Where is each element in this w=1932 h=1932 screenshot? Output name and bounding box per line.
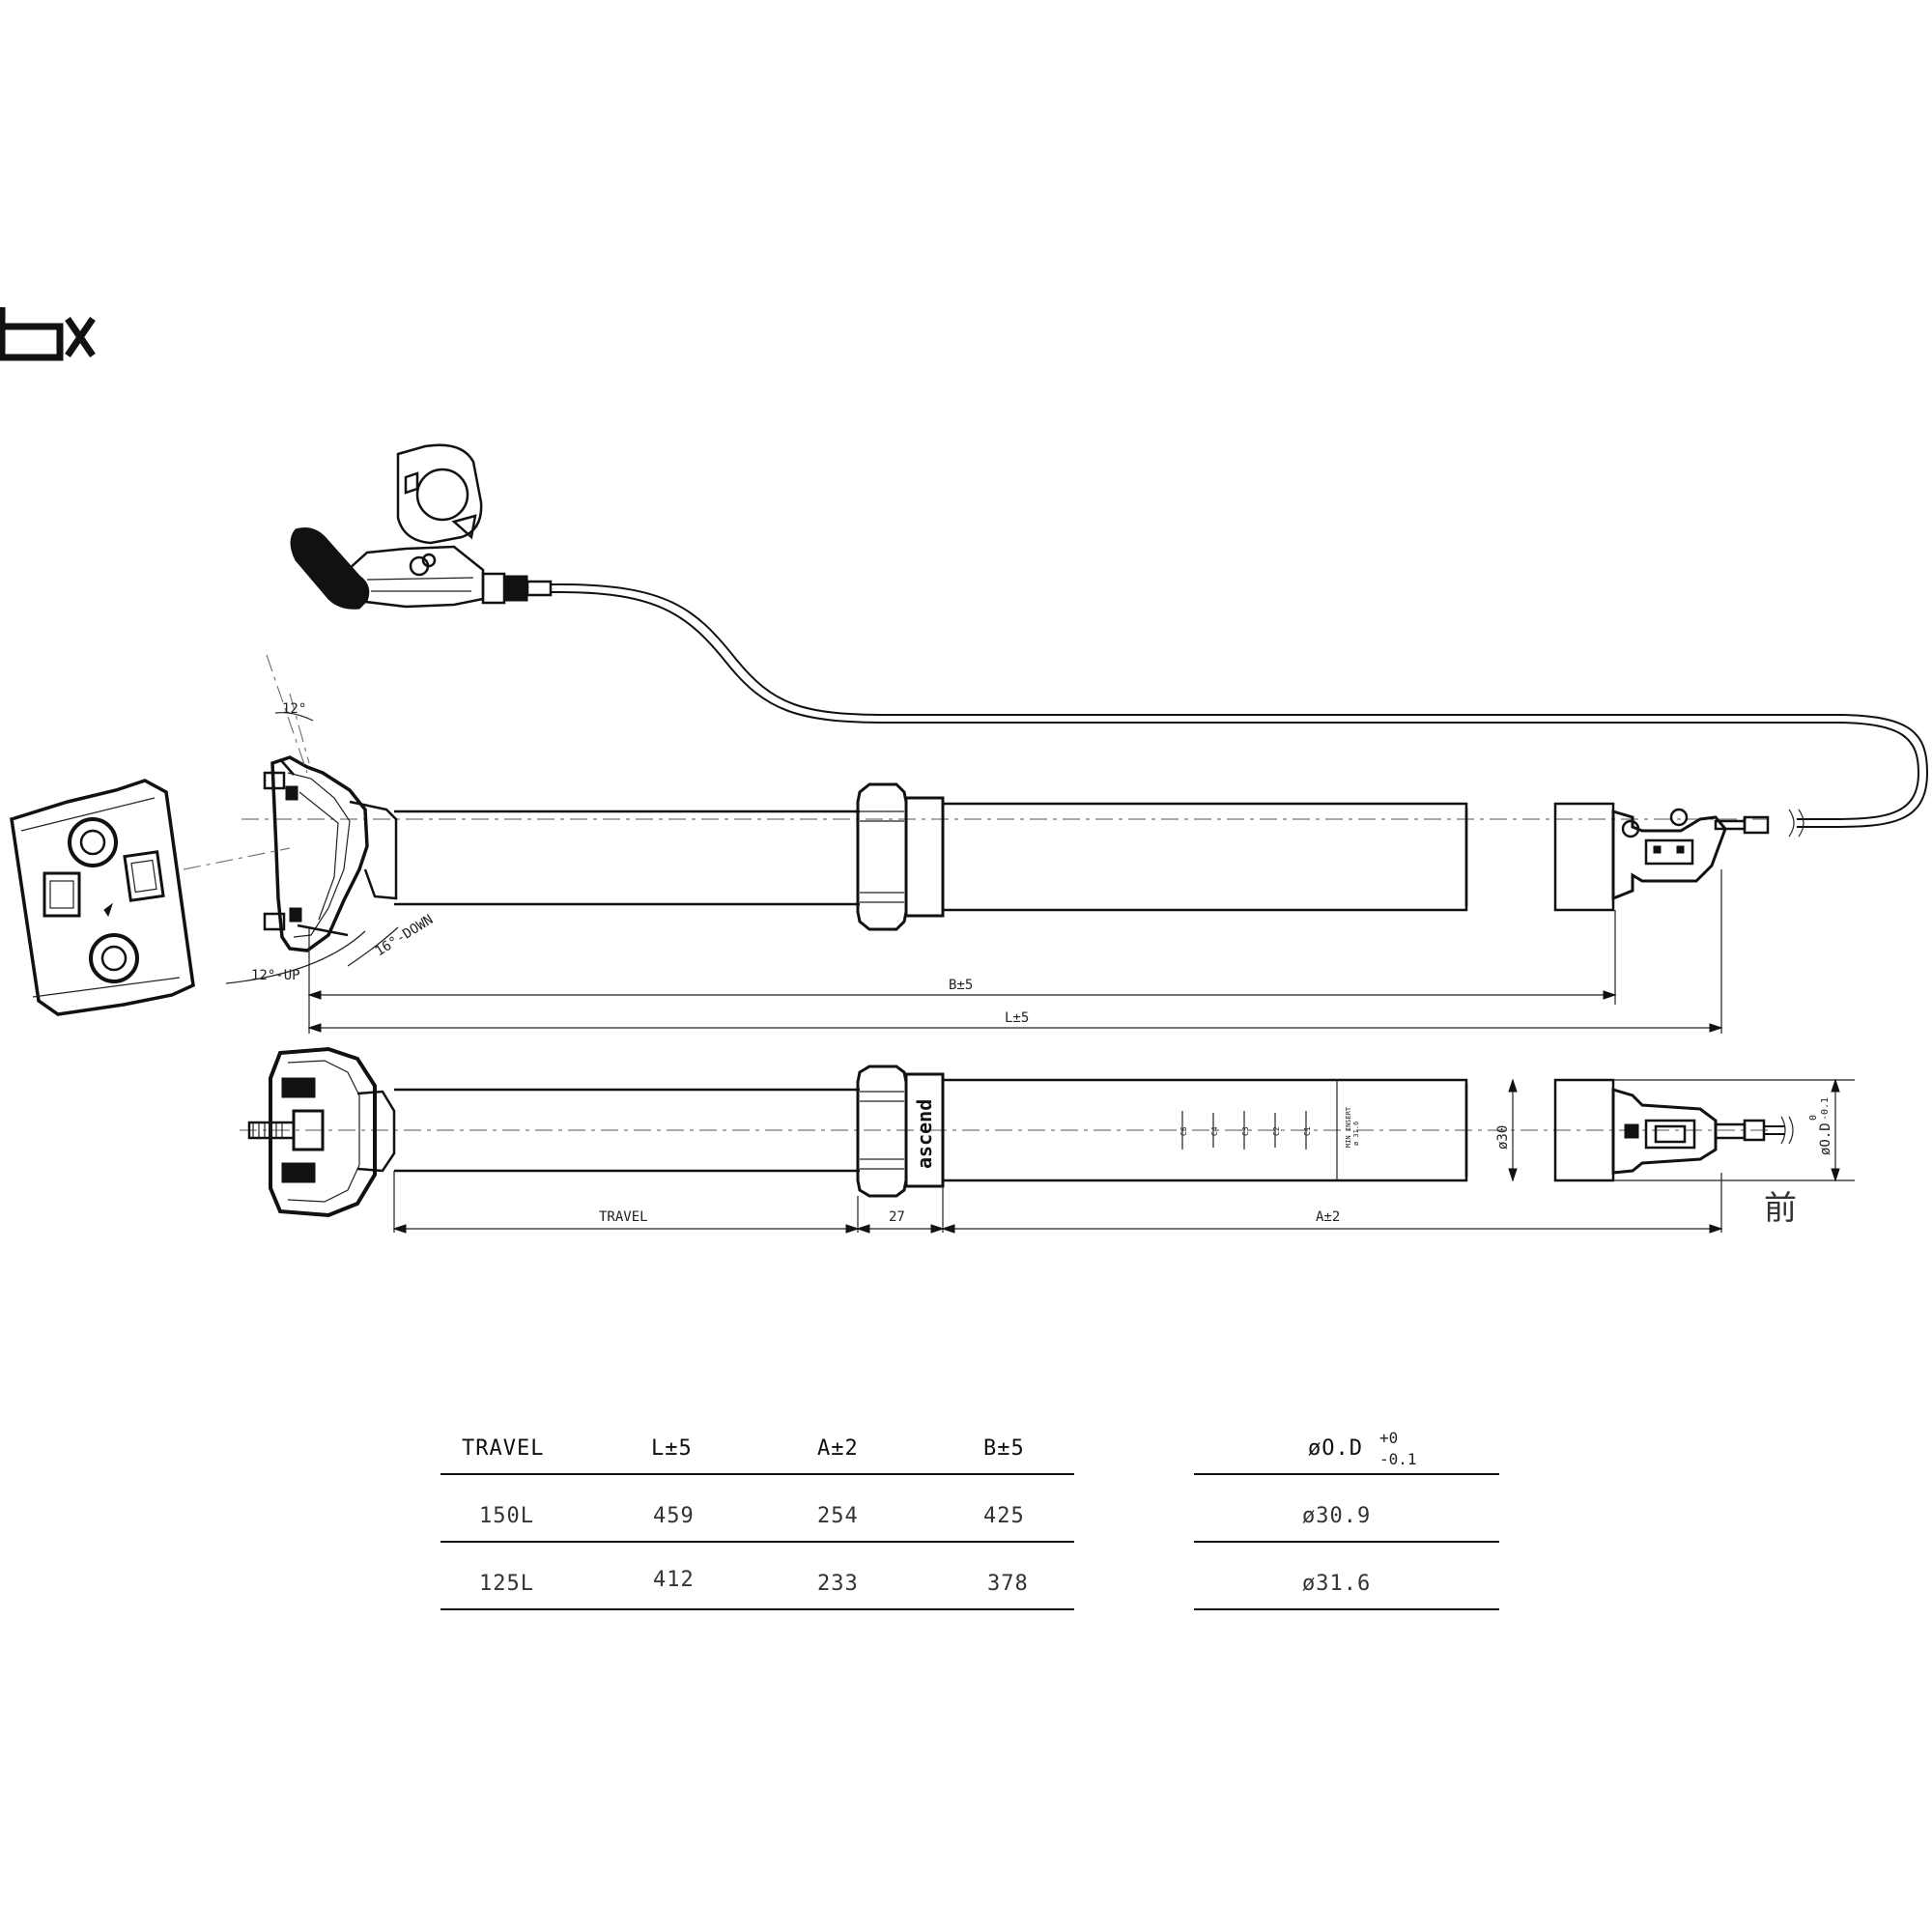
remote-lever — [290, 443, 553, 610]
dim-travel — [392, 1224, 860, 1234]
cable-lower-run — [551, 591, 1920, 820]
spec-header-b: B±5 — [983, 1436, 1025, 1461]
od-tol-top: 0 — [1808, 1115, 1819, 1121]
collar-brand-text: ascend — [913, 1099, 936, 1169]
spec-row2-b: 378 — [987, 1572, 1029, 1596]
min-insert-line2: ø 31.6 — [1352, 1122, 1360, 1146]
angle-top-label: 12° — [282, 701, 306, 717]
spec-row1-travel: 150L — [479, 1504, 534, 1528]
angle-up-label: 12°-UP — [251, 968, 300, 983]
od-table — [1194, 1473, 1499, 1610]
spec-header-a: A±2 — [817, 1436, 859, 1461]
scale-mark-c3: C3 — [1241, 1126, 1250, 1136]
scale-mark-c2: C2 — [1272, 1126, 1281, 1136]
spec-table — [440, 1473, 1074, 1610]
dim-b-label: B±5 — [949, 978, 973, 993]
dim-a-label: A±2 — [1316, 1209, 1340, 1225]
dim-travel-label: TRAVEL — [599, 1209, 648, 1225]
od-tol-plus: +0 — [1379, 1429, 1398, 1447]
od-label: øO.D — [1818, 1122, 1833, 1155]
dim-collar-label: 27 — [889, 1209, 905, 1225]
spec-header-l: L±5 — [651, 1436, 693, 1461]
dim-l — [307, 1023, 1723, 1033]
dim-b — [307, 990, 1617, 1000]
od-row2: ø31.6 — [1302, 1572, 1371, 1596]
seatpost-side-view — [183, 654, 1770, 1034]
spec-row1-a: 254 — [817, 1504, 859, 1528]
spec-row2-a: 233 — [817, 1572, 859, 1596]
angle-down-label: 16°-DOWN — [373, 912, 437, 959]
seatpost-front-view — [240, 1046, 1855, 1233]
scale-mark-c4: C4 — [1210, 1126, 1219, 1136]
seat-clamp-exploded — [10, 779, 195, 1016]
inner-diameter-label: ø30 — [1495, 1125, 1511, 1150]
spec-row2-l: 412 — [653, 1568, 695, 1592]
cable-break-mark — [1788, 809, 1804, 838]
bx-logo: bx — [0, 307, 96, 361]
spec-row1-l: 459 — [653, 1504, 695, 1528]
dim-collar — [856, 1224, 945, 1234]
od-header: øO.D — [1308, 1436, 1363, 1461]
od-tol-minus: -0.1 — [1379, 1450, 1417, 1468]
dim-l-label: L±5 — [1005, 1010, 1029, 1026]
min-insert-line1: MIN INSERT — [1345, 1106, 1352, 1148]
scale-mark-c1: C1 — [1303, 1126, 1312, 1136]
od-row1: ø30.9 — [1302, 1504, 1371, 1528]
spec-header-travel: TRAVEL — [462, 1436, 544, 1461]
remote-cable — [551, 583, 1929, 828]
scale-mark-cs: CS — [1179, 1126, 1188, 1136]
spec-row1-b: 425 — [983, 1504, 1025, 1528]
front-mark: 前 — [1764, 1189, 1797, 1228]
spec-row2-travel: 125L — [479, 1572, 534, 1596]
od-tol-bottom: -0.1 — [1820, 1097, 1831, 1121]
dim-a — [941, 1224, 1723, 1234]
